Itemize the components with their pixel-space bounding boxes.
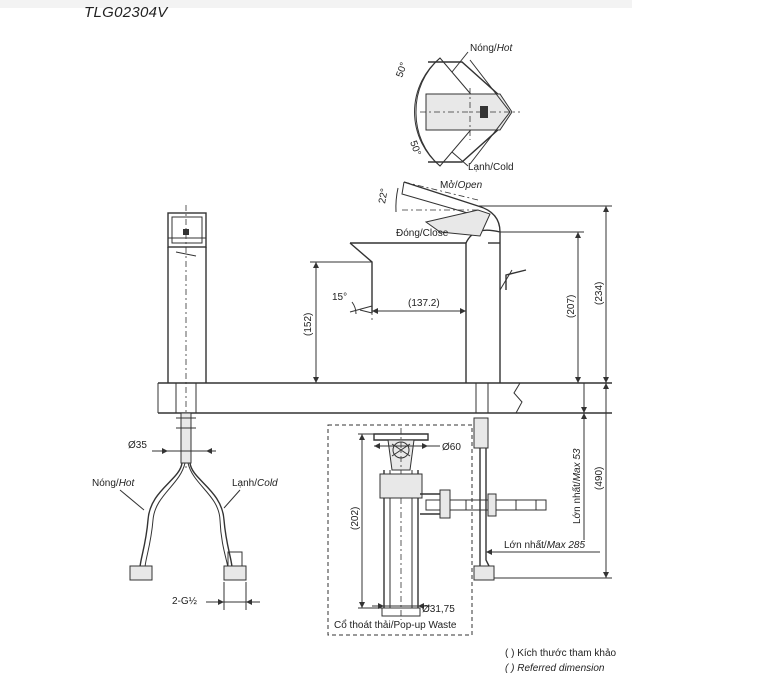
- legend: ( ) Kích thước tham khảo ( ) Referred di…: [505, 648, 617, 674]
- waste-top-diameter: Ø60: [442, 442, 461, 453]
- top-angle-upper: 50°: [394, 61, 410, 79]
- legend-line-vi: ( ) Kích thước tham khảo: [505, 648, 617, 659]
- spout-height-label: (152): [303, 313, 314, 336]
- spout-reach-label: (137.2): [408, 298, 440, 309]
- lever-angle-label: 22°: [377, 188, 390, 205]
- top-cold-label: Lạnh/Cold: [468, 162, 514, 173]
- top-hot-label: Nóng/Hot: [470, 43, 513, 54]
- top-angle-lower: 50°: [407, 139, 423, 157]
- waste-view: Ø60 (202) Ø31,75 Cổ thoát thải/Pop-up Wa…: [327, 424, 473, 636]
- close-label: Đóng/Close: [396, 228, 449, 239]
- waste-bottom-diameter: Ø31,75: [422, 604, 455, 615]
- spout-angle-label: 15°: [332, 292, 347, 303]
- below-height-label: (490): [594, 467, 605, 490]
- open-label: Mở/Open: [440, 179, 483, 191]
- total-height-label: (234): [594, 282, 605, 305]
- top-view: Nóng/Hot Lạnh/Cold 50° 50°: [394, 43, 520, 173]
- top-scroll-bar: [0, 0, 632, 8]
- front-diameter-label: Ø35: [128, 440, 147, 451]
- max-length-label: Lớn nhất/Max 285: [504, 539, 585, 551]
- waste-frame: [327, 424, 473, 636]
- waste-caption: Cổ thoát thải/Pop-up Waste: [334, 619, 457, 631]
- model-code: TLG02304V: [84, 4, 168, 21]
- front-cold-label: Lạnh/Cold: [232, 478, 278, 489]
- lever-height-label: (207): [566, 295, 577, 318]
- side-view: 22° Mở/Open Đóng/Close (137.2) 15° (152)…: [303, 179, 612, 581]
- front-view: Ø35 Nóng/Hot Lạnh/Cold 2-G½: [92, 205, 612, 610]
- max-thickness-label: Lớn nhất/Max 53: [571, 448, 583, 524]
- front-thread-label: 2-G½: [172, 596, 198, 607]
- waste-height-label: (202): [350, 507, 361, 530]
- front-hot-label: Nóng/Hot: [92, 478, 135, 489]
- legend-line-en: ( ) Referred dimension: [505, 663, 605, 674]
